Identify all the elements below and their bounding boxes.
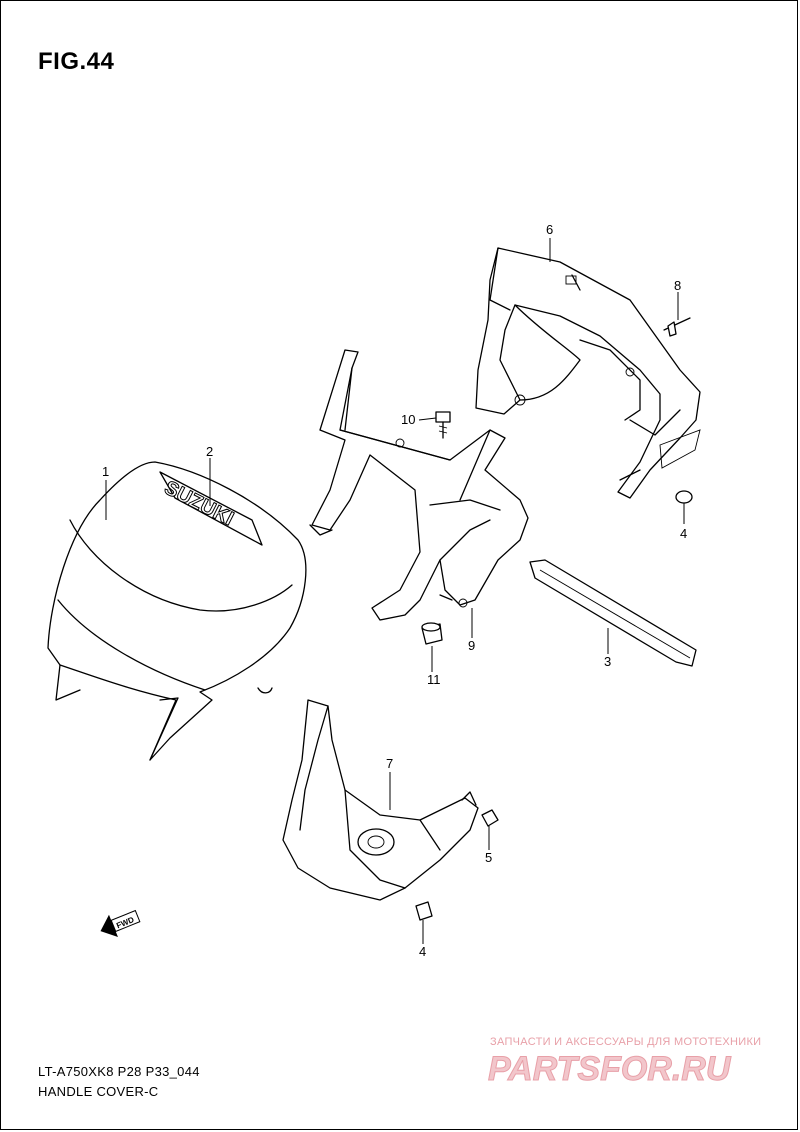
callout-4-upper: 4	[680, 526, 687, 541]
part-1-handle-cover: SUZUKI	[47, 461, 307, 761]
fwd-arrow-icon: FWD	[100, 909, 141, 938]
section-title: HANDLE COVER-C	[38, 1084, 159, 1099]
callout-3: 3	[604, 654, 611, 669]
part-4-grommet-lower	[415, 901, 433, 921]
callout-2: 2	[206, 444, 213, 459]
part-8-screw	[663, 317, 691, 337]
watermark-brand: PARTSFOR.RU	[488, 1050, 732, 1088]
part-6-upper-cover	[475, 247, 701, 499]
callout-7: 7	[386, 756, 393, 771]
part-4-grommet-upper	[675, 490, 693, 504]
callout-4-lower: 4	[419, 944, 426, 959]
figure-title: FIG.44	[38, 48, 115, 75]
part-9-bracket	[309, 349, 529, 621]
callout-labels: 1 2 3 4 4 5 6 7 8 9 10 11	[102, 222, 687, 959]
part-7-lower-cover	[282, 699, 479, 901]
callout-10: 10	[401, 412, 415, 427]
leader-lines	[105, 238, 685, 944]
model-code: LT-A750XK8 P28 P33_044	[38, 1064, 200, 1079]
part-10-bolt	[435, 411, 451, 439]
callout-1: 1	[102, 464, 109, 479]
part-11-collar	[421, 622, 443, 645]
part-3-gasket	[529, 559, 697, 667]
watermark-logo: PARTSFOR.RU	[488, 1050, 733, 1089]
callout-5: 5	[485, 850, 492, 865]
callout-9: 9	[468, 638, 475, 653]
watermark-tagline: ЗАПЧАСТИ И АКСЕССУАРЫ ДЛЯ МОТОТЕХНИКИ	[490, 1036, 762, 1048]
part-5-clip	[481, 809, 499, 827]
callout-11: 11	[427, 672, 441, 687]
callout-8: 8	[674, 278, 681, 293]
callout-6: 6	[546, 222, 553, 237]
